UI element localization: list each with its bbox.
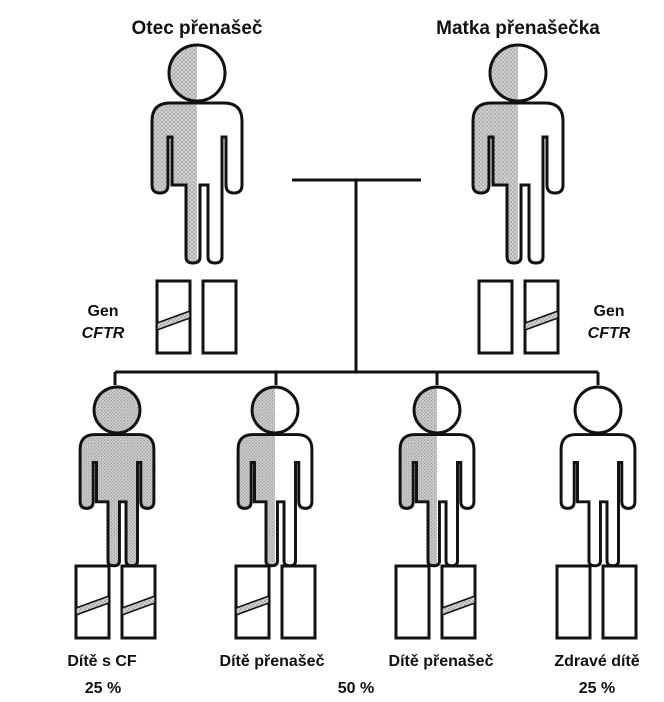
father-figure: [150, 43, 244, 265]
allele-normal: [394, 564, 431, 640]
child-carrier-2-label: Dítě přenašeč: [389, 653, 494, 670]
allele-mutant: [74, 564, 111, 640]
child-affected-label: Dítě s CF: [67, 653, 137, 670]
pedigree-lines: [113, 178, 600, 385]
mother-allele-mutant: [523, 279, 560, 355]
mother-gene-pair: [477, 279, 560, 355]
child-healthy-gene-pair: [555, 564, 638, 640]
child-affected-gene-pair: [74, 564, 157, 640]
child-carrier-1-label: Dítě přenašeč: [220, 653, 325, 670]
mother-allele-normal: [477, 279, 514, 355]
father-allele-mutant: [155, 279, 192, 355]
father-gene-name: CFTR: [82, 325, 125, 342]
allele-mutant: [234, 564, 271, 640]
probability-affected: 25 %: [85, 680, 121, 697]
child-healthy-figure: [559, 385, 637, 568]
mother-label: Matka přenašečka: [436, 18, 600, 39]
child-carrier-2-gene-pair: [394, 564, 477, 640]
allele-normal: [555, 564, 592, 640]
father-gene-pair: [155, 279, 238, 355]
probability-carrier: 50 %: [338, 680, 374, 697]
mother-gene-label: Gen: [593, 303, 624, 320]
father-allele-normal: [201, 279, 238, 355]
child-carrier-1-figure: [236, 385, 314, 568]
child-affected-figure: [78, 385, 156, 568]
allele-mutant: [440, 564, 477, 640]
allele-normal: [601, 564, 638, 640]
child-healthy-label: Zdravé dítě: [554, 653, 639, 670]
father-label: Otec přenašeč: [132, 18, 263, 39]
father-gene-label: Gen: [87, 303, 118, 320]
mother-gene-name: CFTR: [588, 325, 631, 342]
child-carrier-2-figure: [398, 385, 476, 568]
probability-healthy: 25 %: [579, 680, 615, 697]
child-carrier-1-gene-pair: [234, 564, 317, 640]
allele-normal: [280, 564, 317, 640]
mother-figure: [471, 43, 565, 265]
allele-mutant: [120, 564, 157, 640]
